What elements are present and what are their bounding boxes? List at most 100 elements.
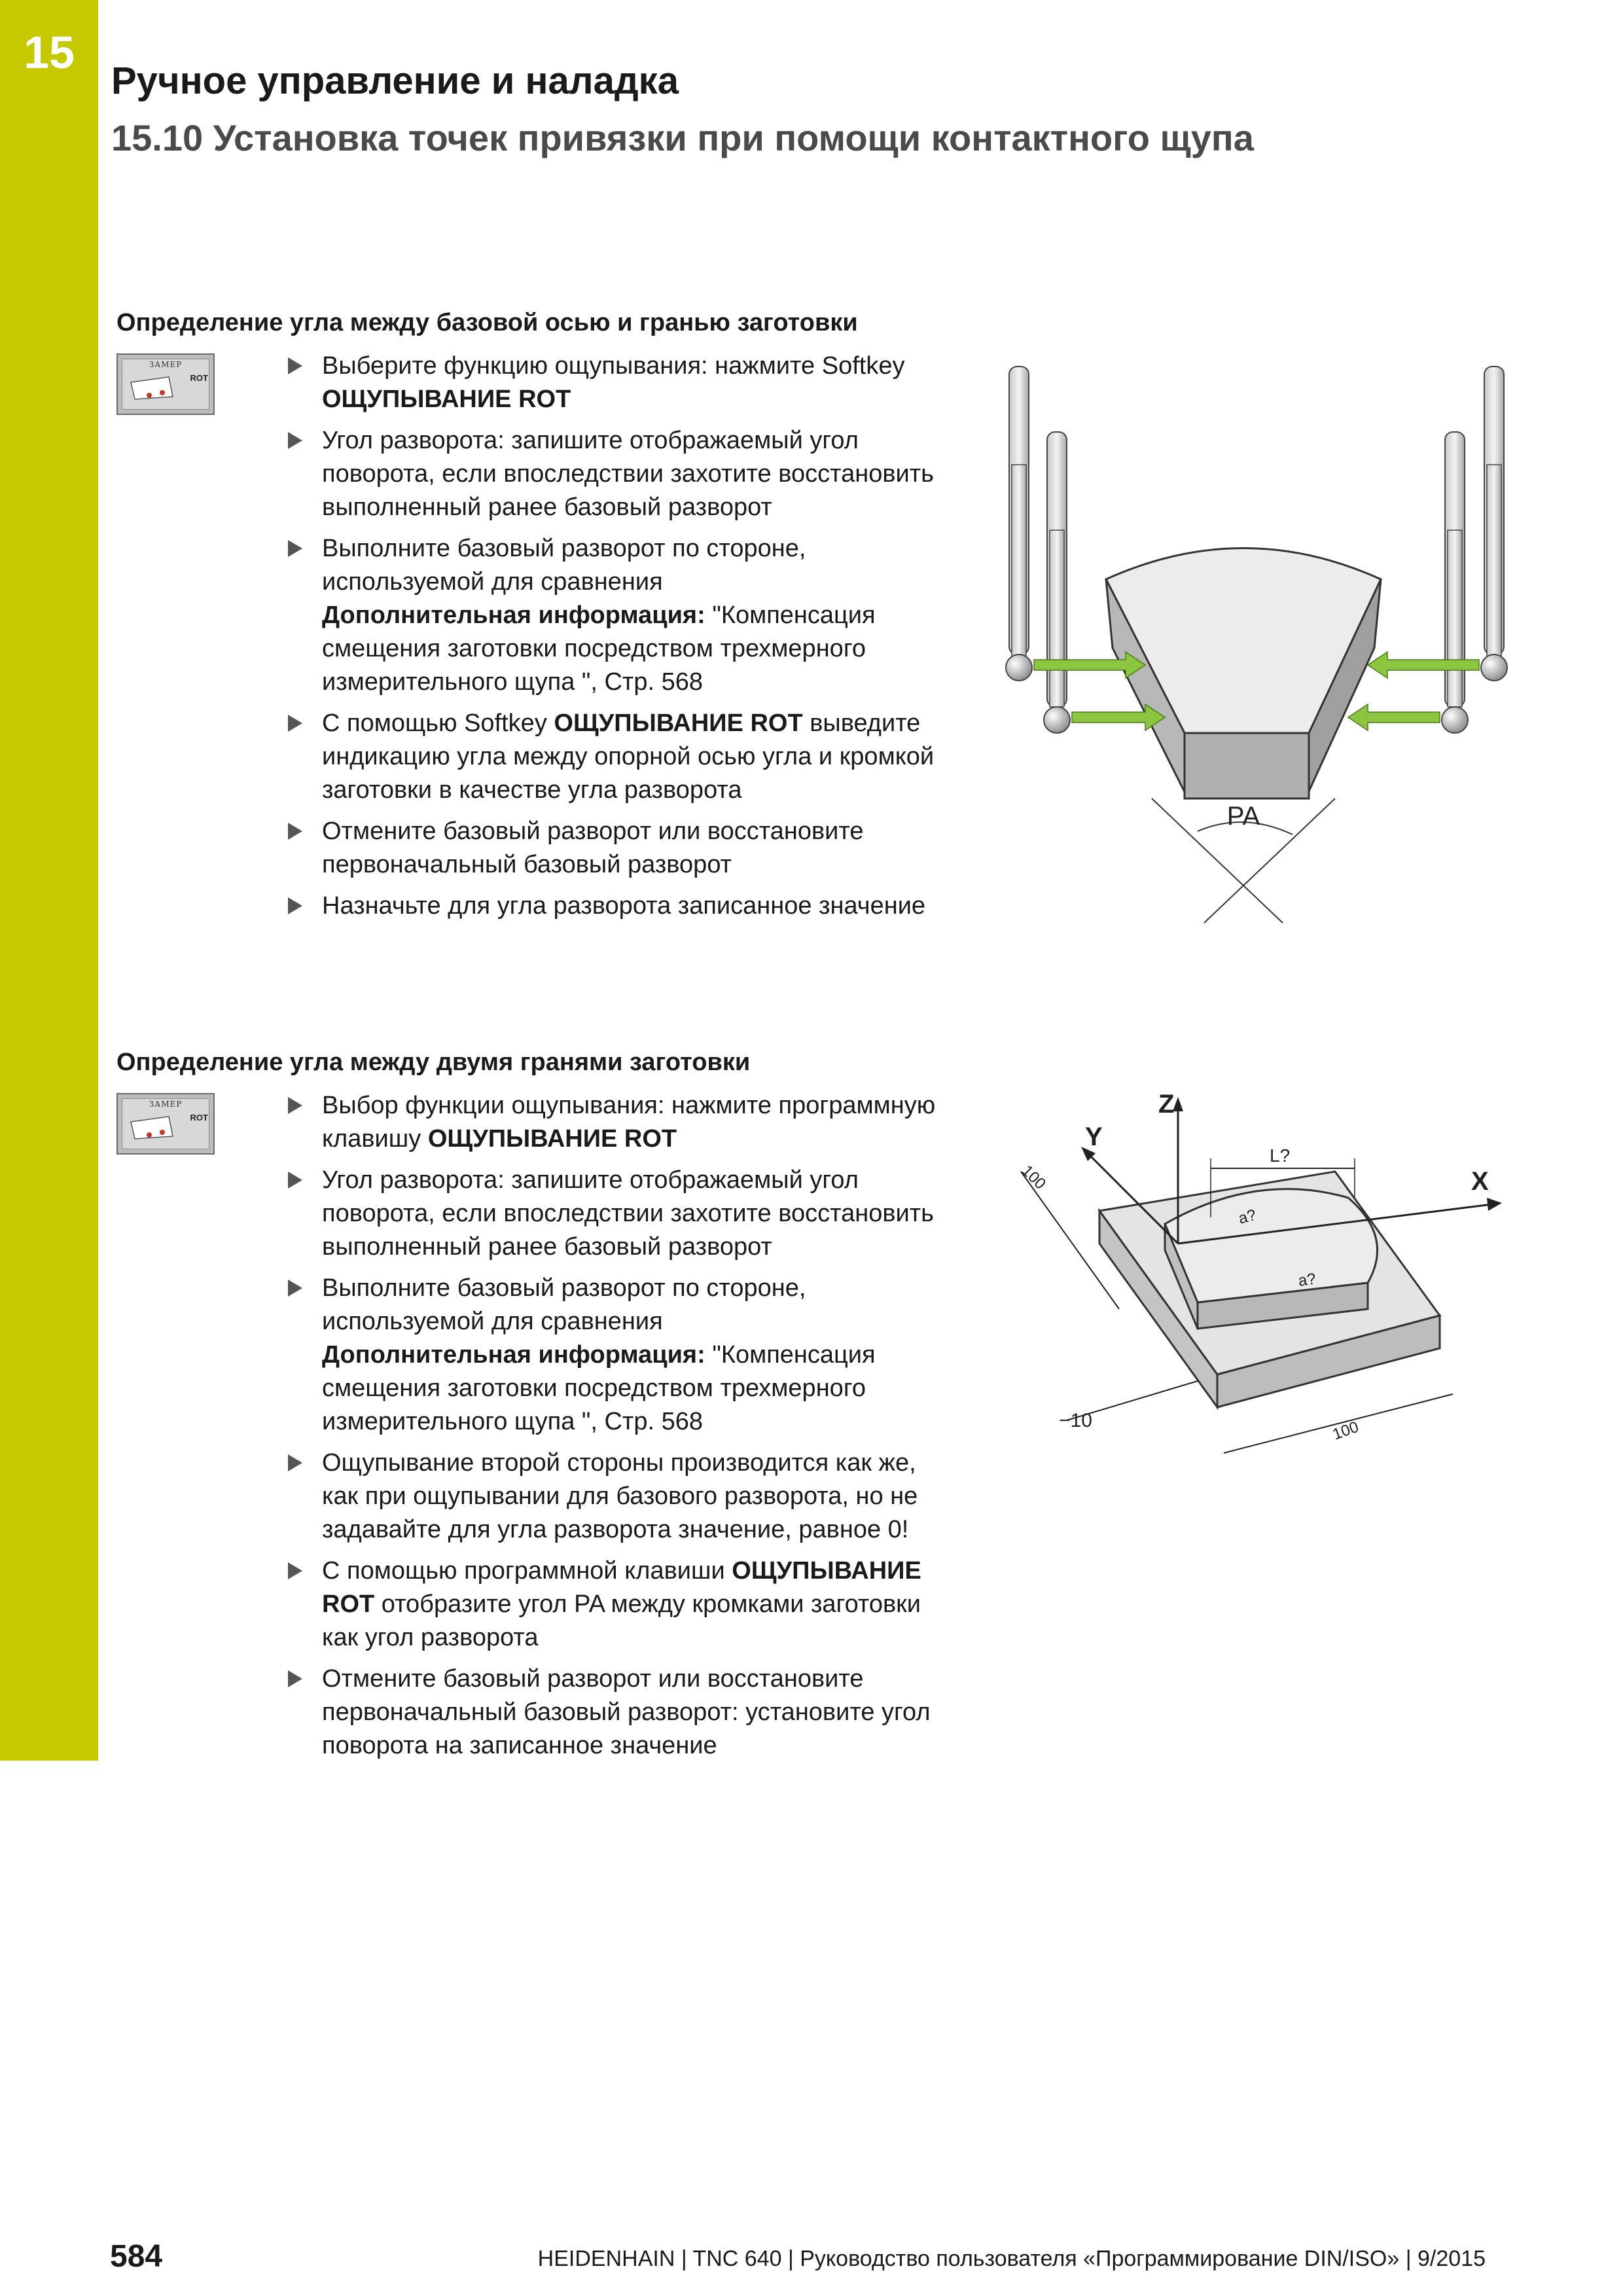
angle-pa-label: PA bbox=[1227, 802, 1260, 831]
triangle-bullet-icon bbox=[288, 1670, 302, 1687]
height-dimension-label: −10 bbox=[1059, 1410, 1092, 1431]
y-axis-line bbox=[1085, 1151, 1179, 1245]
raised-piece-front-face bbox=[1196, 1282, 1369, 1330]
softkey-rot-label: ROT bbox=[190, 1113, 208, 1122]
triangle-bullet-icon bbox=[288, 540, 302, 557]
list-item: Выберите функцию ощупывания: нажмите Sof… bbox=[288, 350, 942, 416]
triangle-bullet-icon bbox=[288, 1562, 302, 1579]
list-item: С помощью программной клавиши ОЩУПЫВАНИЕ… bbox=[288, 1554, 942, 1655]
info-label: Дополнительная информация: bbox=[322, 1341, 705, 1369]
angle-arc bbox=[1197, 821, 1293, 835]
page-number: 584 bbox=[110, 2239, 163, 2274]
info-label: Дополнительная информация: bbox=[322, 601, 705, 629]
step-text: Выберите функцию ощупывания: нажмите Sof… bbox=[322, 352, 905, 380]
softkey-name: ОЩУПЫВАНИЕ ROT bbox=[322, 386, 571, 413]
arrow-right-icon bbox=[1033, 651, 1147, 679]
list-item: Отмените базовый разворот или восстанови… bbox=[288, 1662, 942, 1763]
stylus-ball-icon bbox=[1043, 706, 1071, 734]
probe-angle-figure: PA bbox=[1005, 366, 1508, 924]
triangle-bullet-icon bbox=[288, 1097, 302, 1114]
stylus-ball-icon bbox=[1005, 654, 1033, 681]
softkey-rot-label: ROT bbox=[190, 373, 208, 383]
triangle-bullet-icon bbox=[288, 1172, 302, 1189]
width-dimension-label: 100 bbox=[1018, 1162, 1049, 1193]
angle-ref-line-right bbox=[1204, 798, 1336, 924]
step-text: Выполните базовый разворот по стороне, и… bbox=[322, 1274, 806, 1335]
z-axis-label: Z bbox=[1158, 1090, 1174, 1119]
list-item: Угол разворота: запишите отображаемый уг… bbox=[288, 424, 942, 524]
base-plate-front-face bbox=[1216, 1314, 1441, 1408]
list-item: С помощью Softkey ОЩУПЫВАНИЕ ROT выведит… bbox=[288, 707, 942, 807]
list-item: Выполните базовый разворот по стороне, и… bbox=[288, 532, 942, 699]
width-dimension-line bbox=[1020, 1171, 1120, 1310]
triangle-bullet-icon bbox=[288, 715, 302, 732]
length-dimension-label: L? bbox=[1270, 1145, 1290, 1166]
step-text: С помощью Softkey bbox=[322, 709, 554, 737]
angle-label-bottom: a? bbox=[1297, 1270, 1317, 1289]
step-text: Отмените базовый разворот или восстанови… bbox=[322, 1665, 931, 1759]
step-text-tail: выведите индикацию угла между опорной ос… bbox=[322, 709, 935, 804]
step-text: Угол разворота: запишите отображаемый уг… bbox=[322, 1166, 934, 1261]
workpiece-axes-figure: Z Y X L? a? a? 100 100 −10 bbox=[1018, 1090, 1502, 1454]
list-item: Ощупывание второй стороны производится к… bbox=[288, 1446, 942, 1547]
y-axis-label: Y bbox=[1085, 1122, 1103, 1151]
workpiece-top-face bbox=[1104, 547, 1383, 734]
triangle-bullet-icon bbox=[288, 823, 302, 840]
step-text: Угол разворота: запишите отображаемый уг… bbox=[322, 427, 934, 521]
depth-dimension-label: 100 bbox=[1330, 1418, 1361, 1444]
softkey-probing-rot-2: ЗАМЕР ROT bbox=[116, 1093, 215, 1155]
info-reference: "Компенсация смещения заготовки посредст… bbox=[322, 1341, 876, 1435]
softkey-workpiece-icon bbox=[130, 376, 173, 400]
chapter-title: Ручное управление и наладка bbox=[111, 60, 679, 102]
y-axis-arrow-icon bbox=[1081, 1147, 1096, 1161]
softkey-top-label: ЗАМЕР bbox=[149, 1100, 183, 1109]
chapter-side-bar bbox=[0, 0, 98, 1761]
x-axis-arrow-icon bbox=[1487, 1198, 1502, 1211]
raised-piece-top bbox=[1164, 1188, 1378, 1304]
triangle-bullet-icon bbox=[288, 1454, 302, 1471]
height-dimension-line bbox=[1066, 1380, 1198, 1421]
block2-steps: Выбор функции ощупывания: нажмите програ… bbox=[288, 1089, 942, 1770]
angle-ref-line-left bbox=[1151, 798, 1283, 924]
section-title: 15.10 Установка точек привязки при помощ… bbox=[111, 117, 1254, 158]
step-text: Ощупывание второй стороны производится к… bbox=[322, 1449, 918, 1543]
softkey-name: ОЩУПЫВАНИЕ ROT bbox=[554, 709, 803, 737]
footer-text: HEIDENHAIN | TNC 640 | Руководство польз… bbox=[537, 2246, 1486, 2271]
triangle-bullet-icon bbox=[288, 1280, 302, 1297]
arrow-right-icon bbox=[1071, 703, 1166, 732]
chapter-number: 15 bbox=[24, 27, 75, 78]
step-text: С помощью программной клавиши bbox=[322, 1557, 732, 1585]
triangle-bullet-icon bbox=[288, 357, 302, 374]
stylus-ball-icon bbox=[1441, 706, 1469, 734]
step-text: Назначьте для угла разворота записанное … bbox=[322, 892, 926, 920]
step-text: Отмените базовый разворот или восстанови… bbox=[322, 817, 864, 878]
workpiece-front-face bbox=[1183, 732, 1310, 800]
list-item: Назначьте для угла разворота записанное … bbox=[288, 889, 942, 923]
softkey-workpiece-icon bbox=[130, 1116, 173, 1139]
softkey-top-label: ЗАМЕР bbox=[149, 360, 183, 369]
block1-heading: Определение угла между базовой осью и гр… bbox=[116, 309, 858, 336]
list-item: Угол разворота: запишите отображаемый уг… bbox=[288, 1164, 942, 1264]
step-text: Выполните базовый разворот по стороне, и… bbox=[322, 535, 806, 596]
info-reference: "Компенсация смещения заготовки посредст… bbox=[322, 601, 876, 696]
stylus-ball-icon bbox=[1480, 654, 1508, 681]
list-item: Выбор функции ощупывания: нажмите програ… bbox=[288, 1089, 942, 1156]
step-text-tail: отобразите угол PA между кромками загото… bbox=[322, 1590, 921, 1651]
arrow-left-icon bbox=[1366, 651, 1480, 679]
block1-steps: Выберите функцию ощупывания: нажмите Sof… bbox=[288, 350, 942, 931]
triangle-bullet-icon bbox=[288, 432, 302, 449]
softkey-name: ОЩУПЫВАНИЕ ROT bbox=[427, 1125, 677, 1153]
softkey-name: ОЩУПЫВАНИЕ ROT bbox=[322, 1557, 921, 1618]
x-axis-line bbox=[1177, 1203, 1493, 1245]
softkey-probing-rot-1: ЗАМЕР ROT bbox=[116, 353, 215, 415]
block2-heading: Определение угла между двумя гранями заг… bbox=[116, 1049, 751, 1076]
step-text: Выбор функции ощупывания: нажмите програ… bbox=[322, 1092, 936, 1153]
list-item: Отмените базовый разворот или восстанови… bbox=[288, 815, 942, 882]
x-axis-label: X bbox=[1471, 1167, 1489, 1196]
probing-direction-arrows bbox=[1033, 651, 1480, 732]
depth-dimension-line bbox=[1223, 1393, 1454, 1454]
list-item: Выполните базовый разворот по стороне, и… bbox=[288, 1272, 942, 1439]
z-axis-arrow-icon bbox=[1173, 1097, 1183, 1111]
triangle-bullet-icon bbox=[288, 897, 302, 914]
arrow-left-icon bbox=[1347, 703, 1440, 732]
